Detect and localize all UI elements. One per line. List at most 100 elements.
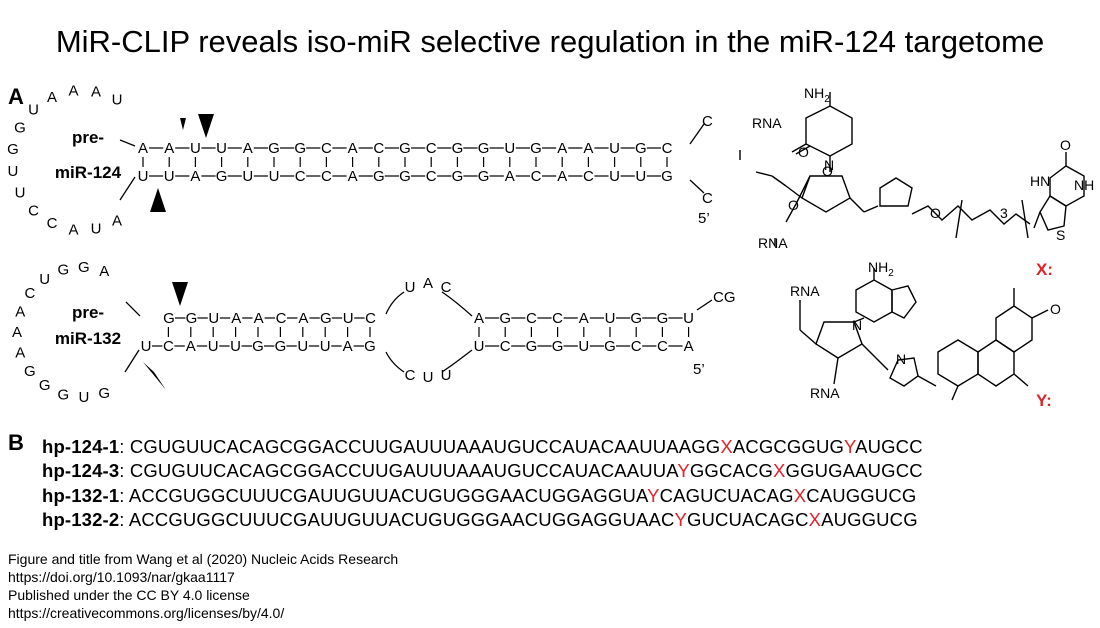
bottom-strand-nucleotide: U — [242, 168, 253, 185]
crosslink-marker: X — [808, 509, 822, 530]
top-strand-nucleotide: G — [635, 140, 647, 157]
bottom-strand-nucleotide: U — [208, 338, 219, 355]
top-strand-nucleotide: U — [504, 140, 515, 157]
loop-nucleotide: A — [99, 263, 109, 280]
sequence-segment: AUGGUCG — [821, 509, 918, 530]
bottom-strand-nucleotide: U — [578, 338, 589, 355]
cleavage-arrow — [143, 362, 166, 390]
mir132-five-prime: 5’ — [693, 361, 705, 378]
loop-nucleotide: U — [91, 221, 102, 238]
loop-nucleotide: A — [15, 344, 25, 361]
pre-mir-132-label: miR-132 — [55, 329, 121, 348]
top-strand-nucleotide: G — [186, 310, 198, 327]
top-strand-nucleotide: A — [579, 310, 589, 327]
top-strand-nucleotide: A — [164, 140, 174, 157]
pre-mir-124-label: miR-124 — [55, 163, 122, 182]
panel-a-letter: A — [8, 84, 24, 109]
subscript-3: 3 — [1000, 205, 1008, 221]
top-strand-nucleotide: U — [343, 310, 354, 327]
top-strand-nucleotide: U — [190, 140, 201, 157]
bulge-nucleotide: U — [423, 369, 434, 386]
sequence-colon: : — [119, 485, 129, 506]
bottom-strand-nucleotide: G — [661, 168, 673, 185]
oxygen-label: O — [1060, 137, 1071, 153]
oxygen-label: O — [798, 144, 809, 160]
bottom-strand-nucleotide: G — [364, 338, 376, 355]
bottom-strand-nucleotide: U — [141, 338, 152, 355]
credit-line: Published under the CC BY 4.0 license — [8, 587, 250, 603]
top-strand-nucleotide: A — [474, 310, 484, 327]
mir124-end-top: C — [702, 113, 713, 130]
top-strand-nucleotide: C — [662, 140, 673, 157]
bulge-nucleotide: A — [423, 275, 433, 292]
top-strand-nucleotide: A — [348, 140, 358, 157]
crosslink-marker: X — [720, 436, 733, 457]
bottom-strand-nucleotide: A — [190, 168, 200, 185]
y-label: Y: — [1036, 391, 1052, 410]
loop-nucleotide: A — [12, 324, 22, 341]
bottom-strand-nucleotide: C — [657, 338, 668, 355]
cleavage-arrow — [150, 188, 166, 212]
top-strand-nucleotide: G — [630, 310, 642, 327]
nitrogen-label: N — [852, 317, 862, 333]
bottom-strand-nucleotide: U — [138, 168, 149, 185]
crosslink-marker: Y — [647, 485, 660, 506]
crosslink-marker: Y — [844, 436, 856, 457]
pre-mir-132-hairpin — [124, 291, 713, 373]
top-strand-nucleotide: C — [373, 140, 384, 157]
loop-nucleotide: U — [78, 389, 89, 406]
top-strand-nucleotide: A — [138, 140, 148, 157]
top-strand-nucleotide: A — [231, 310, 241, 327]
mir124-five-prime: 5’ — [698, 210, 710, 227]
nh-label: NH — [1074, 177, 1094, 193]
bottom-strand-nucleotide: A — [505, 168, 515, 185]
crosslink-marker: X — [793, 485, 807, 506]
loop-nucleotide: C — [47, 215, 58, 232]
top-strand-nucleotide: C — [276, 310, 287, 327]
top-strand-nucleotide: A — [557, 140, 567, 157]
bottom-strand-nucleotide: G — [604, 338, 616, 355]
top-strand-nucleotide: G — [530, 140, 542, 157]
rna-label: RNA — [790, 283, 820, 299]
bottom-strand-nucleotide: A — [186, 338, 196, 355]
top-strand-nucleotide: U — [609, 140, 620, 157]
chemical-structure-y — [799, 268, 1049, 401]
bottom-strand-nucleotide: C — [531, 168, 542, 185]
top-strand-nucleotide: A — [254, 310, 264, 327]
sequence-row: hp-124-1: CGUGUUCACAGCGGACCUUGAUUUAAAUGU… — [42, 436, 923, 458]
loop-nucleotide: U — [39, 271, 50, 288]
bulge-nucleotide: C — [441, 279, 452, 296]
bottom-strand-nucleotide: C — [321, 168, 332, 185]
bottom-strand-nucleotide: G — [399, 168, 411, 185]
mir132-end: CG — [713, 289, 736, 306]
top-strand-nucleotide: U — [605, 310, 616, 327]
hn-label: HN — [1030, 173, 1050, 189]
top-strand-nucleotide: G — [268, 140, 280, 157]
top-strand-nucleotide: G — [399, 140, 411, 157]
bulge-nucleotide: C — [405, 367, 416, 384]
figure-title: MiR-CLIP reveals iso-miR selective regul… — [55, 24, 1045, 59]
credit-line: https://doi.org/10.1093/nar/gkaa1117 — [8, 569, 235, 585]
bottom-strand-nucleotide: U — [635, 168, 646, 185]
crosslink-marker: Y — [674, 509, 687, 530]
loop-nucleotide: G — [78, 259, 90, 276]
oxygen-label: O — [1050, 301, 1061, 317]
bottom-strand-nucleotide: U — [297, 338, 308, 355]
sequence-segment: CGUGUUCACAGCGGACCUUGAUUUAAAUGUCCAUACAAUU… — [129, 460, 678, 481]
bulge-nucleotide: U — [405, 279, 416, 296]
bottom-strand-nucleotide: G — [452, 168, 464, 185]
sequence-name: hp-132-2 — [42, 509, 120, 530]
bottom-strand-nucleotide: C — [295, 168, 306, 185]
loop-nucleotide: A — [69, 221, 79, 238]
sequence-segment: ACGCGGUG — [732, 436, 845, 457]
nitrogen-label: N — [896, 351, 906, 367]
bottom-strand-nucleotide: C — [583, 168, 594, 185]
bottom-strand-nucleotide: G — [252, 338, 264, 355]
top-strand-nucleotide: C — [321, 140, 332, 157]
bottom-strand-nucleotide: G — [216, 168, 228, 185]
loop-nucleotide: G — [39, 377, 51, 394]
sulfur-label: S — [1056, 227, 1065, 243]
sequence-segment: GGCACG — [689, 460, 774, 481]
sequence-name: hp-124-3 — [42, 460, 120, 481]
loop-nucleotide: A — [69, 83, 79, 100]
